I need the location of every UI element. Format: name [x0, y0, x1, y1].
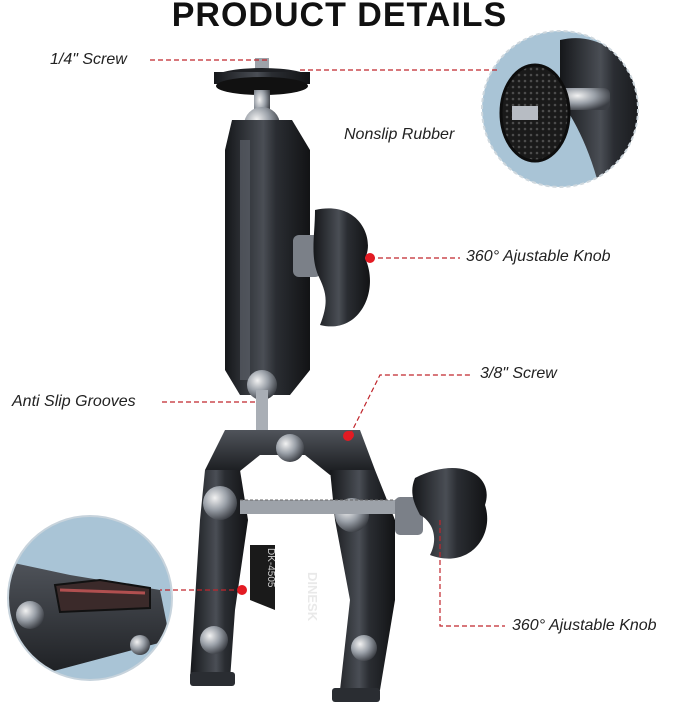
- callout-quarter-screw: 1/4" Screw: [50, 51, 127, 68]
- callout-knob-bottom: 360° Ajustable Knob: [512, 617, 657, 634]
- upper-arm: [225, 107, 310, 430]
- leader-lines: [150, 59, 505, 627]
- callout-nonslip-rubber: Nonslip Rubber: [344, 126, 455, 143]
- page-title: PRODUCT DETAILS: [171, 0, 508, 34]
- brand-engraving: DINESK: [305, 572, 320, 622]
- top-ajustable-knob: [293, 208, 375, 327]
- callout-three-eighth-screw: 3/8" Screw: [480, 365, 557, 382]
- callout-knob-top: 360° Ajustable Knob: [466, 248, 611, 265]
- callout-anti-slip-grooves: Anti Slip Grooves: [12, 393, 136, 410]
- zoom-anti-slip-pad: [7, 515, 173, 681]
- super-clamp: DINESK DK-4505: [190, 430, 405, 702]
- bottom-ajustable-knob: [395, 468, 488, 559]
- model-engraving: DK-4505: [265, 548, 276, 588]
- callout-dots: [238, 254, 374, 594]
- zoom-nonslip-rubber: [481, 30, 639, 188]
